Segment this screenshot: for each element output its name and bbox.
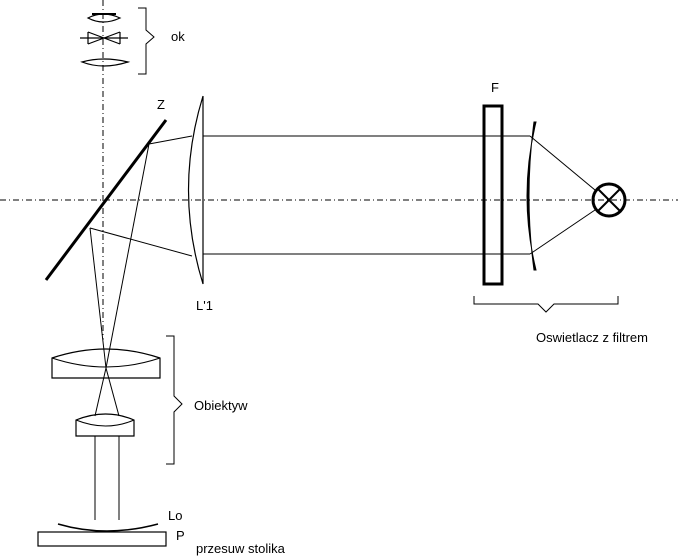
illuminator-lens: [526, 121, 537, 271]
eyepiece: [80, 13, 131, 67]
objective-upper-lens: [51, 348, 161, 379]
specimen-lens-Lo: [57, 523, 159, 532]
objective: [51, 348, 161, 520]
eyepiece-lower-lens: [80, 58, 131, 67]
objective-lower-lens: [75, 413, 135, 437]
beam-splitter-mirror: [44, 119, 168, 281]
stage-plate: [37, 531, 167, 547]
label-Z: Z: [157, 97, 165, 112]
label-F: F: [491, 80, 499, 95]
objective-brace: [166, 335, 183, 465]
label-objective: Obiektyw: [194, 398, 248, 413]
illuminator-brace: [473, 296, 619, 313]
light-rays: [89, 135, 596, 417]
label-ok: ok: [171, 29, 185, 44]
eyepiece-upper-lens: [86, 13, 122, 23]
condenser-lens-L1: [187, 95, 204, 285]
label-illuminator: Oswietlacz z filtrem: [536, 330, 648, 345]
label-Lo: Lo: [168, 508, 182, 523]
label-stage: przesuw stolika: [196, 541, 286, 556]
label-P: P: [176, 528, 185, 543]
filter-plate: [482, 104, 504, 286]
eyepiece-crosshair-icon: [80, 31, 128, 45]
label-L1: L'1: [196, 298, 213, 313]
lamp-icon: [591, 182, 627, 218]
eyepiece-brace: [138, 7, 155, 75]
